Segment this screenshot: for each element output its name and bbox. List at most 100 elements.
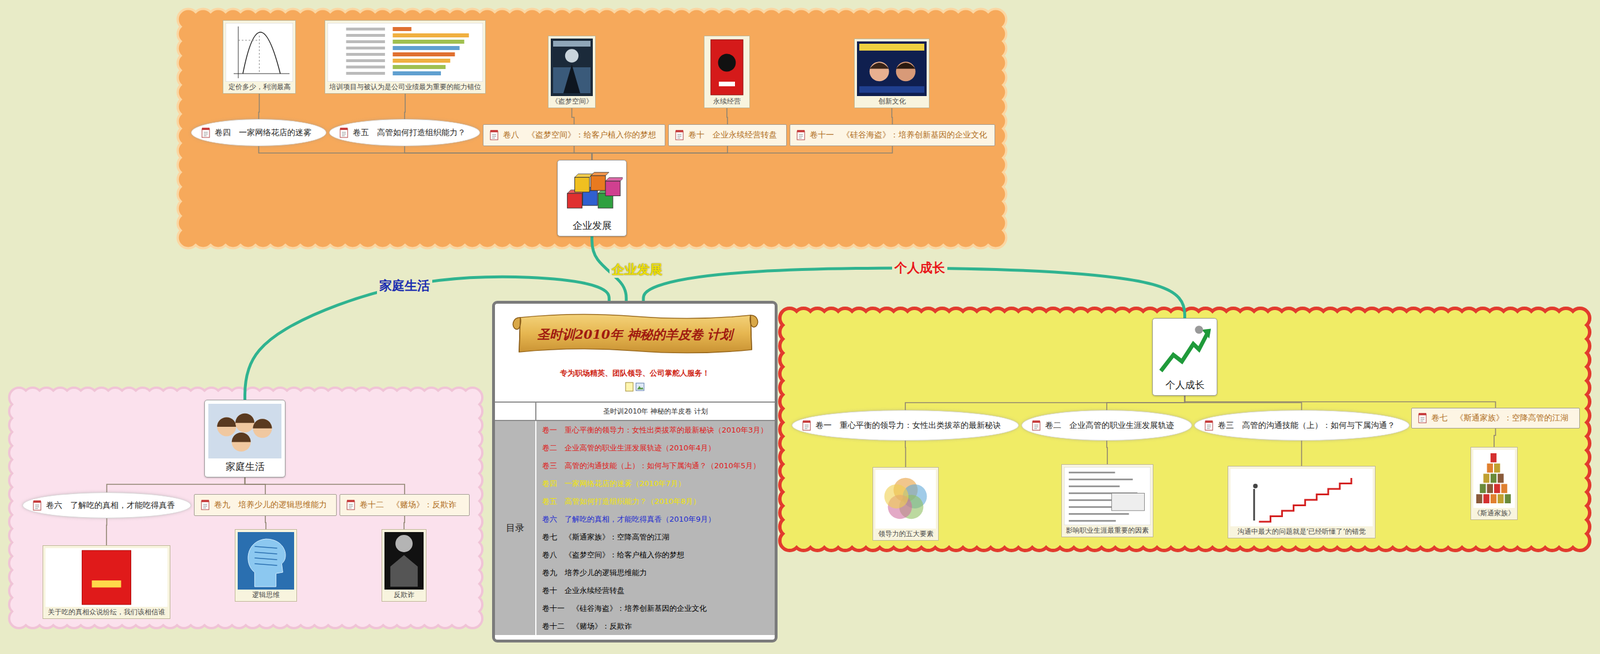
subtopic-connector (107, 477, 246, 493)
note-icon (1417, 412, 1428, 425)
subtopic-label: 卷六 了解吃的真相，才能吃得真香 (46, 500, 175, 512)
branch-label: 家庭生活 (376, 277, 433, 295)
decor-path (233, 73, 290, 75)
image-caption: 《盗梦空间》 (551, 97, 593, 106)
subtopic-label: 卷七 《斯通家族》：空降高管的江湖 (1431, 413, 1569, 424)
decor-rect (392, 27, 411, 32)
image-card: 培训项目与被认为是公司业绩最为重要的能力错位 (324, 20, 486, 94)
decor-circle (1194, 325, 1203, 334)
decor-circle (235, 413, 255, 433)
central-topic-box: 圣时训2010年 神秘的羊皮卷 计划专为职场精英、团队领导、公司掌舵人服务！圣时… (492, 301, 778, 643)
decor-path (1034, 425, 1039, 429)
subtopic-oval: 卷三 高管的沟通技能（上）：如何与下属沟通？ (1194, 410, 1410, 441)
note-icon (338, 127, 350, 139)
decor-rect (384, 532, 424, 590)
decor-rect (1473, 450, 1515, 509)
note-icon (200, 127, 212, 139)
picture (856, 41, 927, 97)
decor-rect (1230, 469, 1373, 527)
subtopic-connector (105, 518, 108, 546)
decor-path (563, 64, 581, 94)
decor-rect (875, 470, 936, 529)
note-icon (489, 129, 500, 142)
decor-rect (225, 23, 293, 82)
decor-rect (1068, 513, 1130, 516)
decor-rect (1156, 322, 1214, 377)
decor-rect (1032, 421, 1040, 431)
decor-path (216, 417, 236, 428)
decor-circle (869, 61, 890, 82)
decor-rect (625, 382, 634, 392)
subtopic-label: 卷五 高管如何打造组织能力？ (352, 127, 466, 139)
contents-row: 卷十一 《硅谷海盗》：培养创新基因的企业文化 (536, 599, 775, 618)
contents-row: 卷七 《斯通家族》：空降高管的江湖 (536, 528, 775, 547)
decor-rect (490, 130, 498, 133)
decor-rect (718, 81, 735, 87)
decor-rect (550, 38, 593, 97)
note-icon (801, 420, 813, 432)
decor-rect (345, 52, 386, 56)
decor-path (1258, 478, 1352, 523)
decor-path (869, 62, 890, 69)
decor-path (231, 432, 251, 443)
subtopic-connector (1106, 395, 1186, 411)
image-caption: 影响职业生涯最重要的因素 (1065, 526, 1149, 536)
subtopic-box: 卷九 培养少儿的逻辑思维能力 (193, 494, 337, 517)
decor-rect (1111, 493, 1145, 511)
decor-rect (345, 46, 386, 50)
image-caption: 定价多少，利润最高 (228, 82, 291, 92)
decor-rect (1068, 520, 1116, 523)
picture (45, 548, 168, 608)
table-cell (494, 402, 537, 422)
decor-rect (1068, 478, 1133, 481)
decor-rect (582, 191, 598, 207)
decor-path (1160, 333, 1208, 372)
picture (237, 532, 295, 590)
map-subtitle: 专为职场精英、团队领导、公司掌舵人服务！ (494, 367, 775, 380)
decor-rect (1032, 420, 1040, 424)
picture (875, 470, 936, 529)
decor-rect (1497, 474, 1504, 484)
subtopic-label: 卷十一 《硅谷海盗》：培养创新基因的企业文化 (809, 130, 988, 141)
decor-rect (1501, 484, 1507, 494)
image-caption: 沟通中最大的问题就是‘已经听懂了’的错觉 (1237, 527, 1367, 537)
decor-path (1420, 417, 1425, 422)
decor-rect (1494, 484, 1500, 494)
subtopic-connector (404, 516, 405, 530)
decor-path (512, 317, 521, 353)
decor-rect (1476, 494, 1483, 504)
decor-path (258, 35, 260, 74)
decor-path (574, 173, 594, 178)
decor-rect (574, 177, 590, 193)
decor-path (254, 564, 277, 566)
subtopic-box: 卷八 《盗梦空间》：给客户植入你的梦想 (482, 124, 666, 147)
main-topic-box: 个人成长 (1152, 318, 1218, 396)
decor-rect (797, 131, 805, 140)
subtopic-connector (574, 146, 593, 160)
decor-rect (1487, 484, 1493, 494)
image-caption: 反欺诈 (393, 591, 415, 600)
picture (1064, 467, 1151, 526)
contents-row: 卷十 企业永续经营转盘 (536, 581, 775, 600)
note-icon (345, 499, 357, 512)
subtopic-connector (592, 146, 893, 160)
map-title: 圣时训2010年 神秘的羊皮卷 计划 (494, 325, 775, 344)
decor-path (35, 505, 40, 509)
table-side-heading: 目录 (494, 421, 537, 636)
contents-row: 卷十二 《赌场》：反欺诈 (536, 617, 775, 636)
picture (225, 23, 293, 82)
decor-rect (1205, 420, 1213, 424)
contents-row: 卷五 高管如何打造组织能力？（2010年8月） (536, 492, 775, 511)
image-card: 《斯通家族》 (1470, 447, 1518, 521)
image-caption: 创新文化 (878, 97, 906, 106)
decor-rect (345, 65, 386, 69)
decor-rect (635, 383, 645, 391)
decor-path (254, 546, 277, 549)
subtopic-connector (572, 108, 575, 125)
contents-row: 卷六 了解吃的真相，才能吃得真香（2010年9月） (536, 510, 775, 529)
decor-path (348, 504, 353, 509)
decor-rect (347, 500, 355, 503)
subtopic-label: 卷八 《盗梦空间》：给客户植入你的梦想 (503, 130, 657, 141)
